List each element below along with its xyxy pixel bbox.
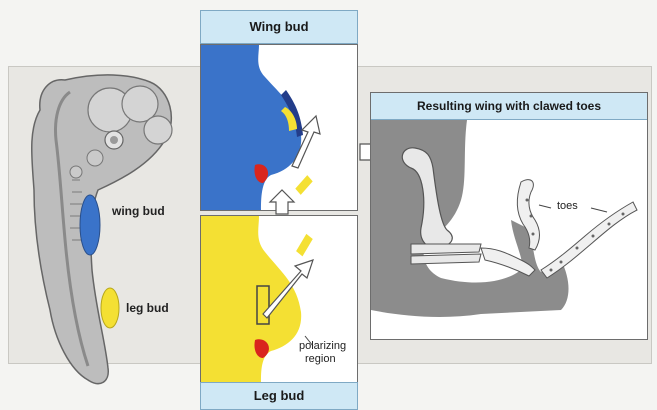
toes-label: toes (557, 200, 578, 212)
embryo-leg-bud-label: leg bud (126, 301, 169, 315)
polarizing-region-label-2: region (305, 353, 336, 365)
embryo-leg-bud (101, 288, 119, 328)
polarizing-region-label-1: polarizing (299, 340, 346, 352)
leg-mesenchyme (201, 216, 301, 382)
up-arrow-icon (292, 116, 320, 168)
leg-bud-title: Leg bud (254, 388, 305, 403)
transplant-arrows (250, 110, 390, 230)
result-title: Resulting wing with clawed toes (417, 99, 601, 113)
wing-bud-title: Wing bud (249, 19, 308, 34)
embryo-wing-bud (80, 195, 100, 255)
up-arrow-small-icon (270, 190, 294, 214)
wing-outline (371, 120, 569, 317)
result-box: Resulting wing with clawed toes toes (370, 92, 648, 340)
leg-bud-header: Leg bud (200, 382, 358, 410)
wing-bud-header: Wing bud (200, 10, 358, 44)
leg-bud-box: polarizing region (200, 215, 358, 383)
embryo-illustration (10, 70, 190, 400)
result-header: Resulting wing with clawed toes (371, 93, 647, 120)
embryo-wing-bud-label: wing bud (112, 204, 165, 218)
clawed-wing-drawing (371, 120, 647, 338)
